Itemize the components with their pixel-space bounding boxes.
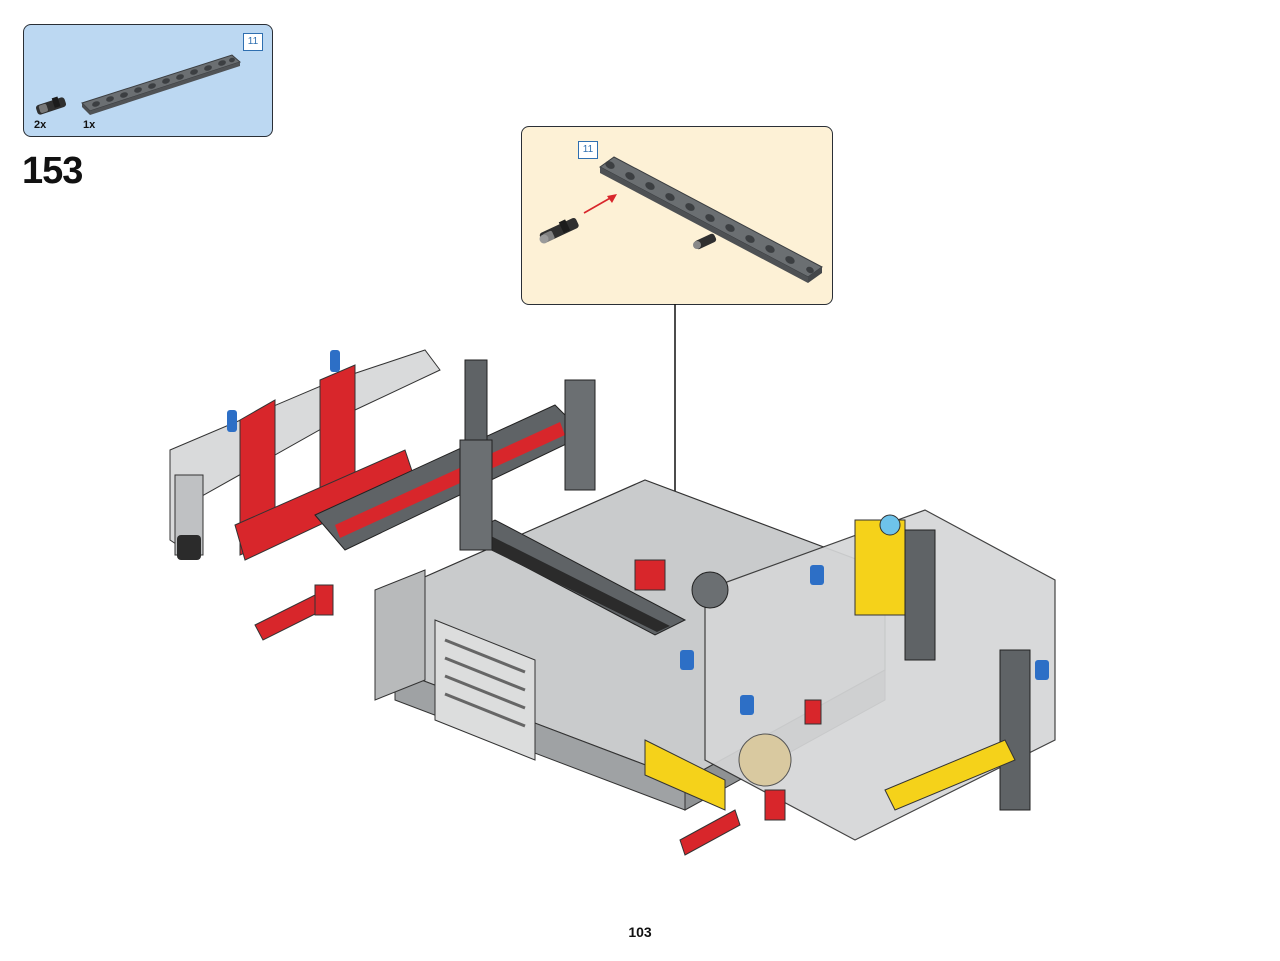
subassembly-callout: 11 — [521, 126, 833, 305]
parts-list-panel: 11 2x 1x — [23, 24, 273, 137]
front-axle — [254, 584, 334, 641]
step-number: 153 — [22, 150, 83, 192]
inserted-pin-icon — [693, 233, 717, 250]
pin-quantity: 2x — [34, 119, 47, 131]
insertion-arrow-icon — [583, 194, 617, 214]
loose-pin-icon — [539, 218, 579, 244]
rescue-boom — [314, 359, 586, 551]
beam-part-icon — [81, 54, 241, 115]
callout-illustration — [539, 156, 823, 283]
beam-length-tag: 11 — [243, 33, 263, 51]
pin-part-icon — [35, 96, 67, 115]
central-beam — [459, 379, 687, 636]
callout-beam-icon — [599, 156, 823, 283]
beam-quantity: 1x — [83, 119, 96, 131]
callout-beam-length-tag: 11 — [578, 141, 598, 159]
model-illustration — [169, 349, 1056, 856]
parts-illustration — [35, 54, 241, 115]
left-lift-arm — [169, 349, 441, 561]
page-number: 103 — [628, 924, 652, 940]
rear-axle-assembly — [634, 509, 1056, 856]
